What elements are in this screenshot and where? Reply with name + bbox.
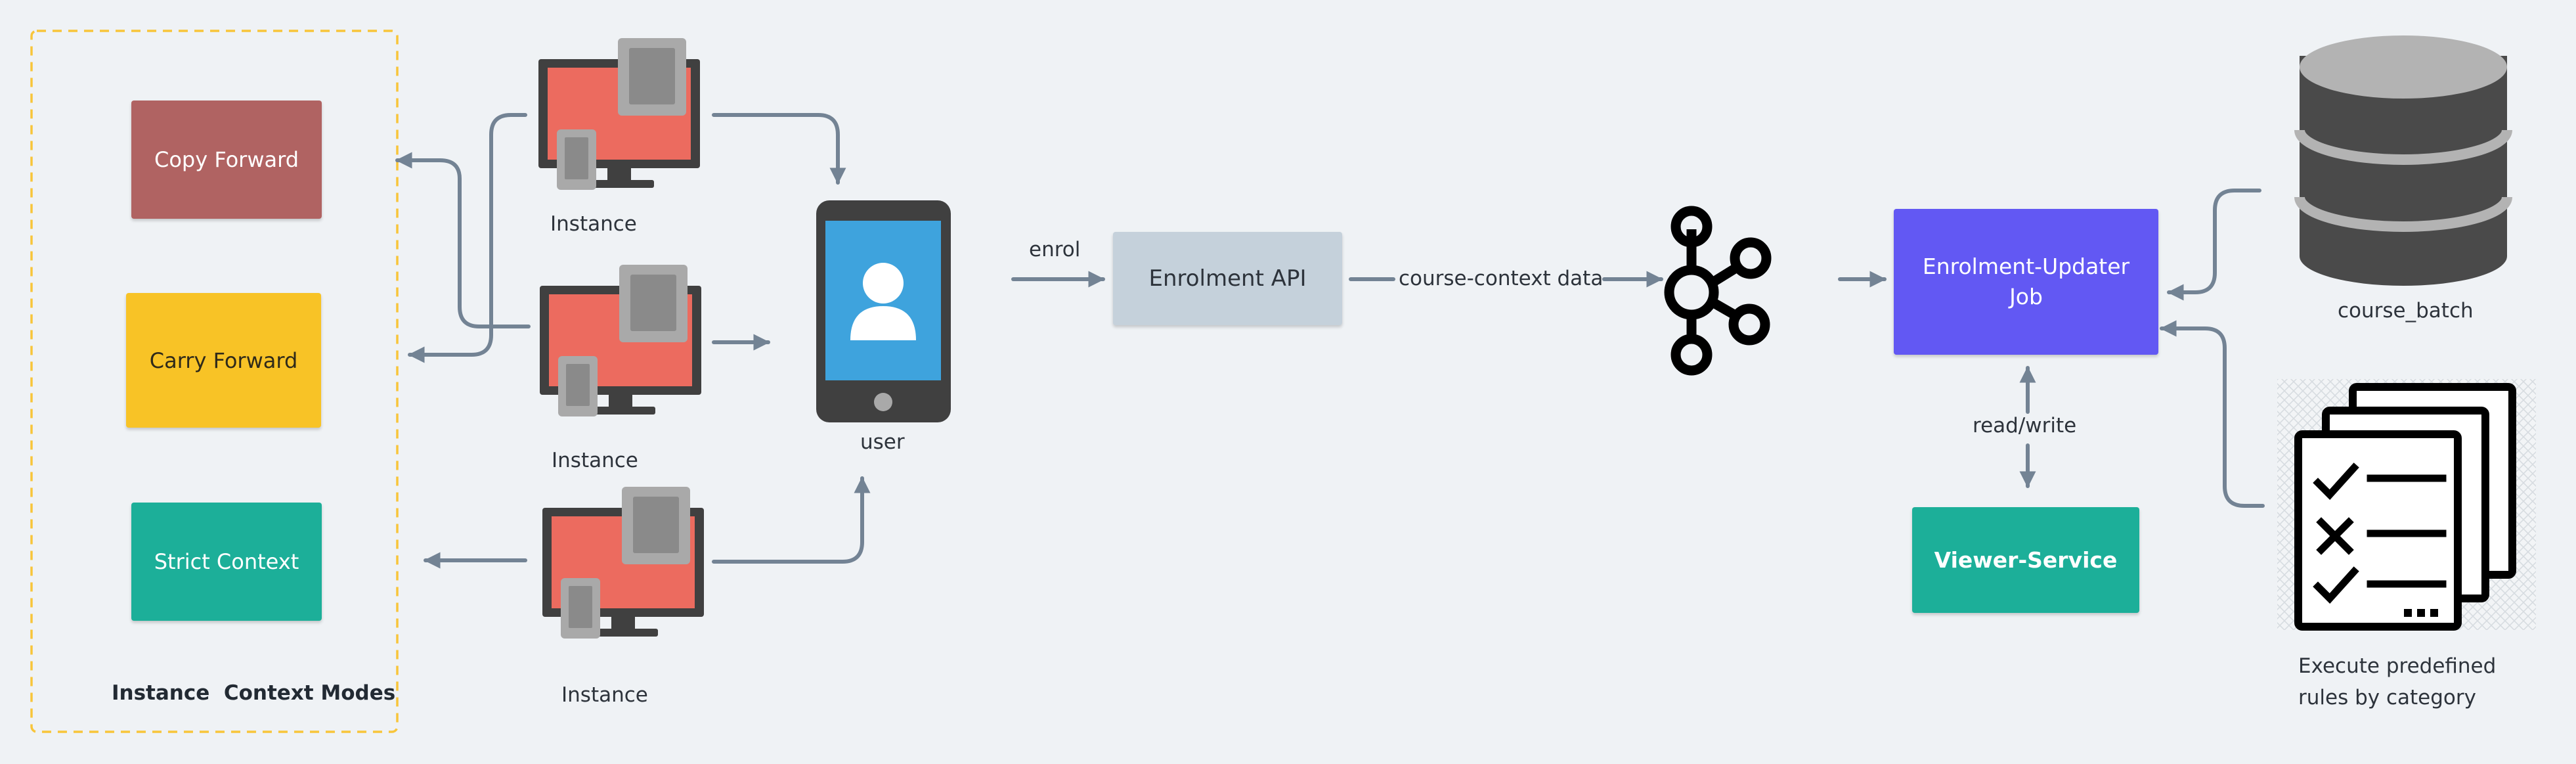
course-context-label: course-context data [1399, 267, 1604, 290]
user-label: user [860, 430, 905, 454]
carry-forward-label: Carry Forward [149, 348, 298, 373]
smartphone-user-icon [816, 200, 951, 422]
copy-forward-box: Copy Forward [131, 101, 322, 219]
database-icon [2294, 35, 2512, 286]
arrow-instance1-to-user [712, 113, 846, 185]
modes-group-title: Instance Context Modes [112, 681, 396, 705]
arrow-instance3-to-user [712, 476, 871, 564]
monitor-devices-icon [542, 487, 704, 639]
viewer-service-box: Viewer-Service [1912, 507, 2139, 613]
monitor-devices-icon [540, 265, 701, 416]
arrow-instance1-to-carry-forward [408, 113, 527, 363]
instance-label: Instance [552, 449, 638, 472]
modes-group-frame [30, 30, 399, 733]
strict-context-label: Strict Context [154, 549, 299, 574]
strict-context-box: Strict Context [131, 503, 322, 621]
enrolment-updater-job-label-line1: Enrolment-Updater [1922, 253, 2130, 279]
viewer-service-label: Viewer-Service [1934, 547, 2118, 573]
instance-label: Instance [550, 212, 637, 236]
copy-forward-label: Copy Forward [154, 147, 299, 172]
connectors [395, 113, 2265, 569]
enrol-label: enrol [1029, 238, 1081, 261]
arrow-course-batch-to-job [2167, 189, 2261, 301]
enrolment-updater-job-box: Enrolment-Updater Job [1894, 209, 2158, 355]
kafka-icon [1664, 206, 1772, 376]
enrolment-api-label: Enrolment API [1148, 265, 1307, 292]
carry-forward-box: Carry Forward [126, 293, 321, 428]
arrow-instance2-to-copy-forward [395, 152, 531, 328]
rules-caption-line1: Execute predefined [2298, 654, 2497, 678]
monitor-devices-icon [538, 38, 700, 190]
enrolment-api-box: Enrolment API [1113, 232, 1342, 325]
course-batch-label: course_batch [2338, 299, 2474, 323]
arrow-rules-to-job [2160, 320, 2265, 508]
read-write-label: read/write [1973, 414, 2077, 438]
rules-caption: Execute predefined rules by category [2298, 650, 2496, 713]
checklist-documents-icon [2277, 379, 2536, 631]
rules-caption-line2: rules by category [2298, 686, 2476, 710]
enrolment-updater-job-label-line2: Job [2009, 284, 2043, 309]
instance-label: Instance [561, 683, 648, 707]
